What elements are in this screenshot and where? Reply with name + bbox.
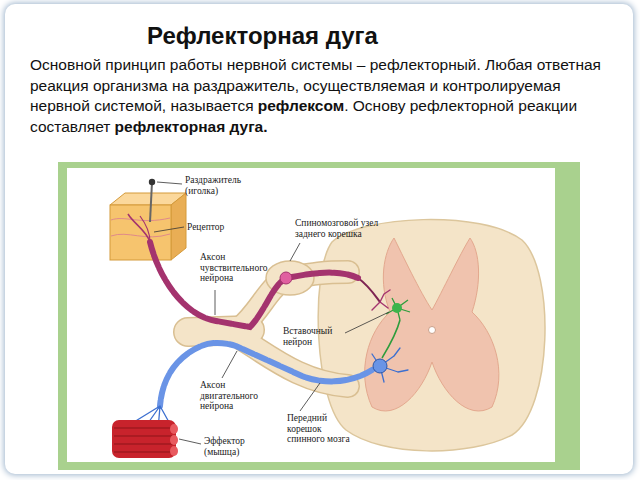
spinal-nerve [188, 272, 348, 386]
skin-block-part [111, 218, 170, 221]
interneuron-part [386, 298, 410, 320]
muscle-part [114, 428, 174, 452]
motor-neuron-part [160, 343, 372, 406]
sensory-neuron-part [292, 273, 358, 278]
muscle-part [170, 424, 178, 434]
bold-term: рефлексом [258, 97, 344, 114]
slide-title: Рефлекторная дуга [0, 22, 525, 50]
skin-block-part [128, 214, 150, 242]
callout-label: Передний корешок спинного мозга [287, 413, 359, 445]
skin-block-part [171, 193, 186, 260]
motor-neuron-part [372, 348, 408, 382]
callout-label: Раздражитель (иголка) [185, 175, 257, 196]
sensory-neuron-part [150, 242, 286, 327]
spinal-cord [318, 220, 545, 451]
sensory-neuron-part [372, 290, 390, 310]
sensory-neuron-part [150, 242, 286, 327]
needle-part [150, 182, 152, 222]
bold-term: рефлекторная дуга [115, 118, 264, 135]
callout-label: Вставочный нейрон [283, 326, 343, 347]
needle-part [149, 179, 155, 185]
callout-label: Аксон чувствительного нейрона [200, 252, 282, 284]
callout-label: Рецептор [187, 222, 247, 233]
motor-neuron [134, 343, 408, 430]
leader-lines-part [345, 312, 389, 333]
leader-lines-part [222, 351, 237, 378]
leader-lines-part [290, 243, 300, 261]
leader-lines-part [215, 290, 216, 315]
gray-matter [365, 238, 499, 411]
sensory-neuron [150, 242, 390, 327]
leader-lines-part [300, 383, 320, 411]
leader-lines-part [154, 227, 184, 232]
leader-lines-part [157, 182, 182, 184]
interneuron [382, 298, 410, 358]
muscle-part [170, 446, 178, 456]
callout-label: Аксон двигательного нейрона [200, 380, 276, 412]
green-frame [58, 162, 580, 470]
intro-paragraph: Основной принцип работы нервной системы … [30, 55, 618, 137]
motor-neuron-part [160, 343, 372, 406]
skin-block-part [140, 216, 150, 242]
needle [149, 179, 155, 222]
muscle-part [112, 420, 176, 458]
illustration-group [58, 162, 580, 470]
muscle [112, 420, 178, 458]
callout-label: Спиномозговой узел заднего корешка [295, 218, 407, 239]
skin-block [110, 193, 186, 260]
sensory-cell-body [280, 272, 292, 284]
picture-ground [67, 168, 555, 462]
bold-term: . [263, 118, 267, 135]
callout-label: Эффектор (мышца) [204, 436, 266, 457]
interneuron-body [392, 303, 402, 313]
central-canal [429, 327, 436, 334]
muscle-part [170, 435, 178, 445]
sensory-neuron-part [292, 273, 380, 302]
skin-block-part [110, 205, 171, 260]
skin-block-part [111, 234, 170, 237]
leader-lines-part [179, 439, 201, 444]
motor-cell-body [373, 359, 387, 373]
